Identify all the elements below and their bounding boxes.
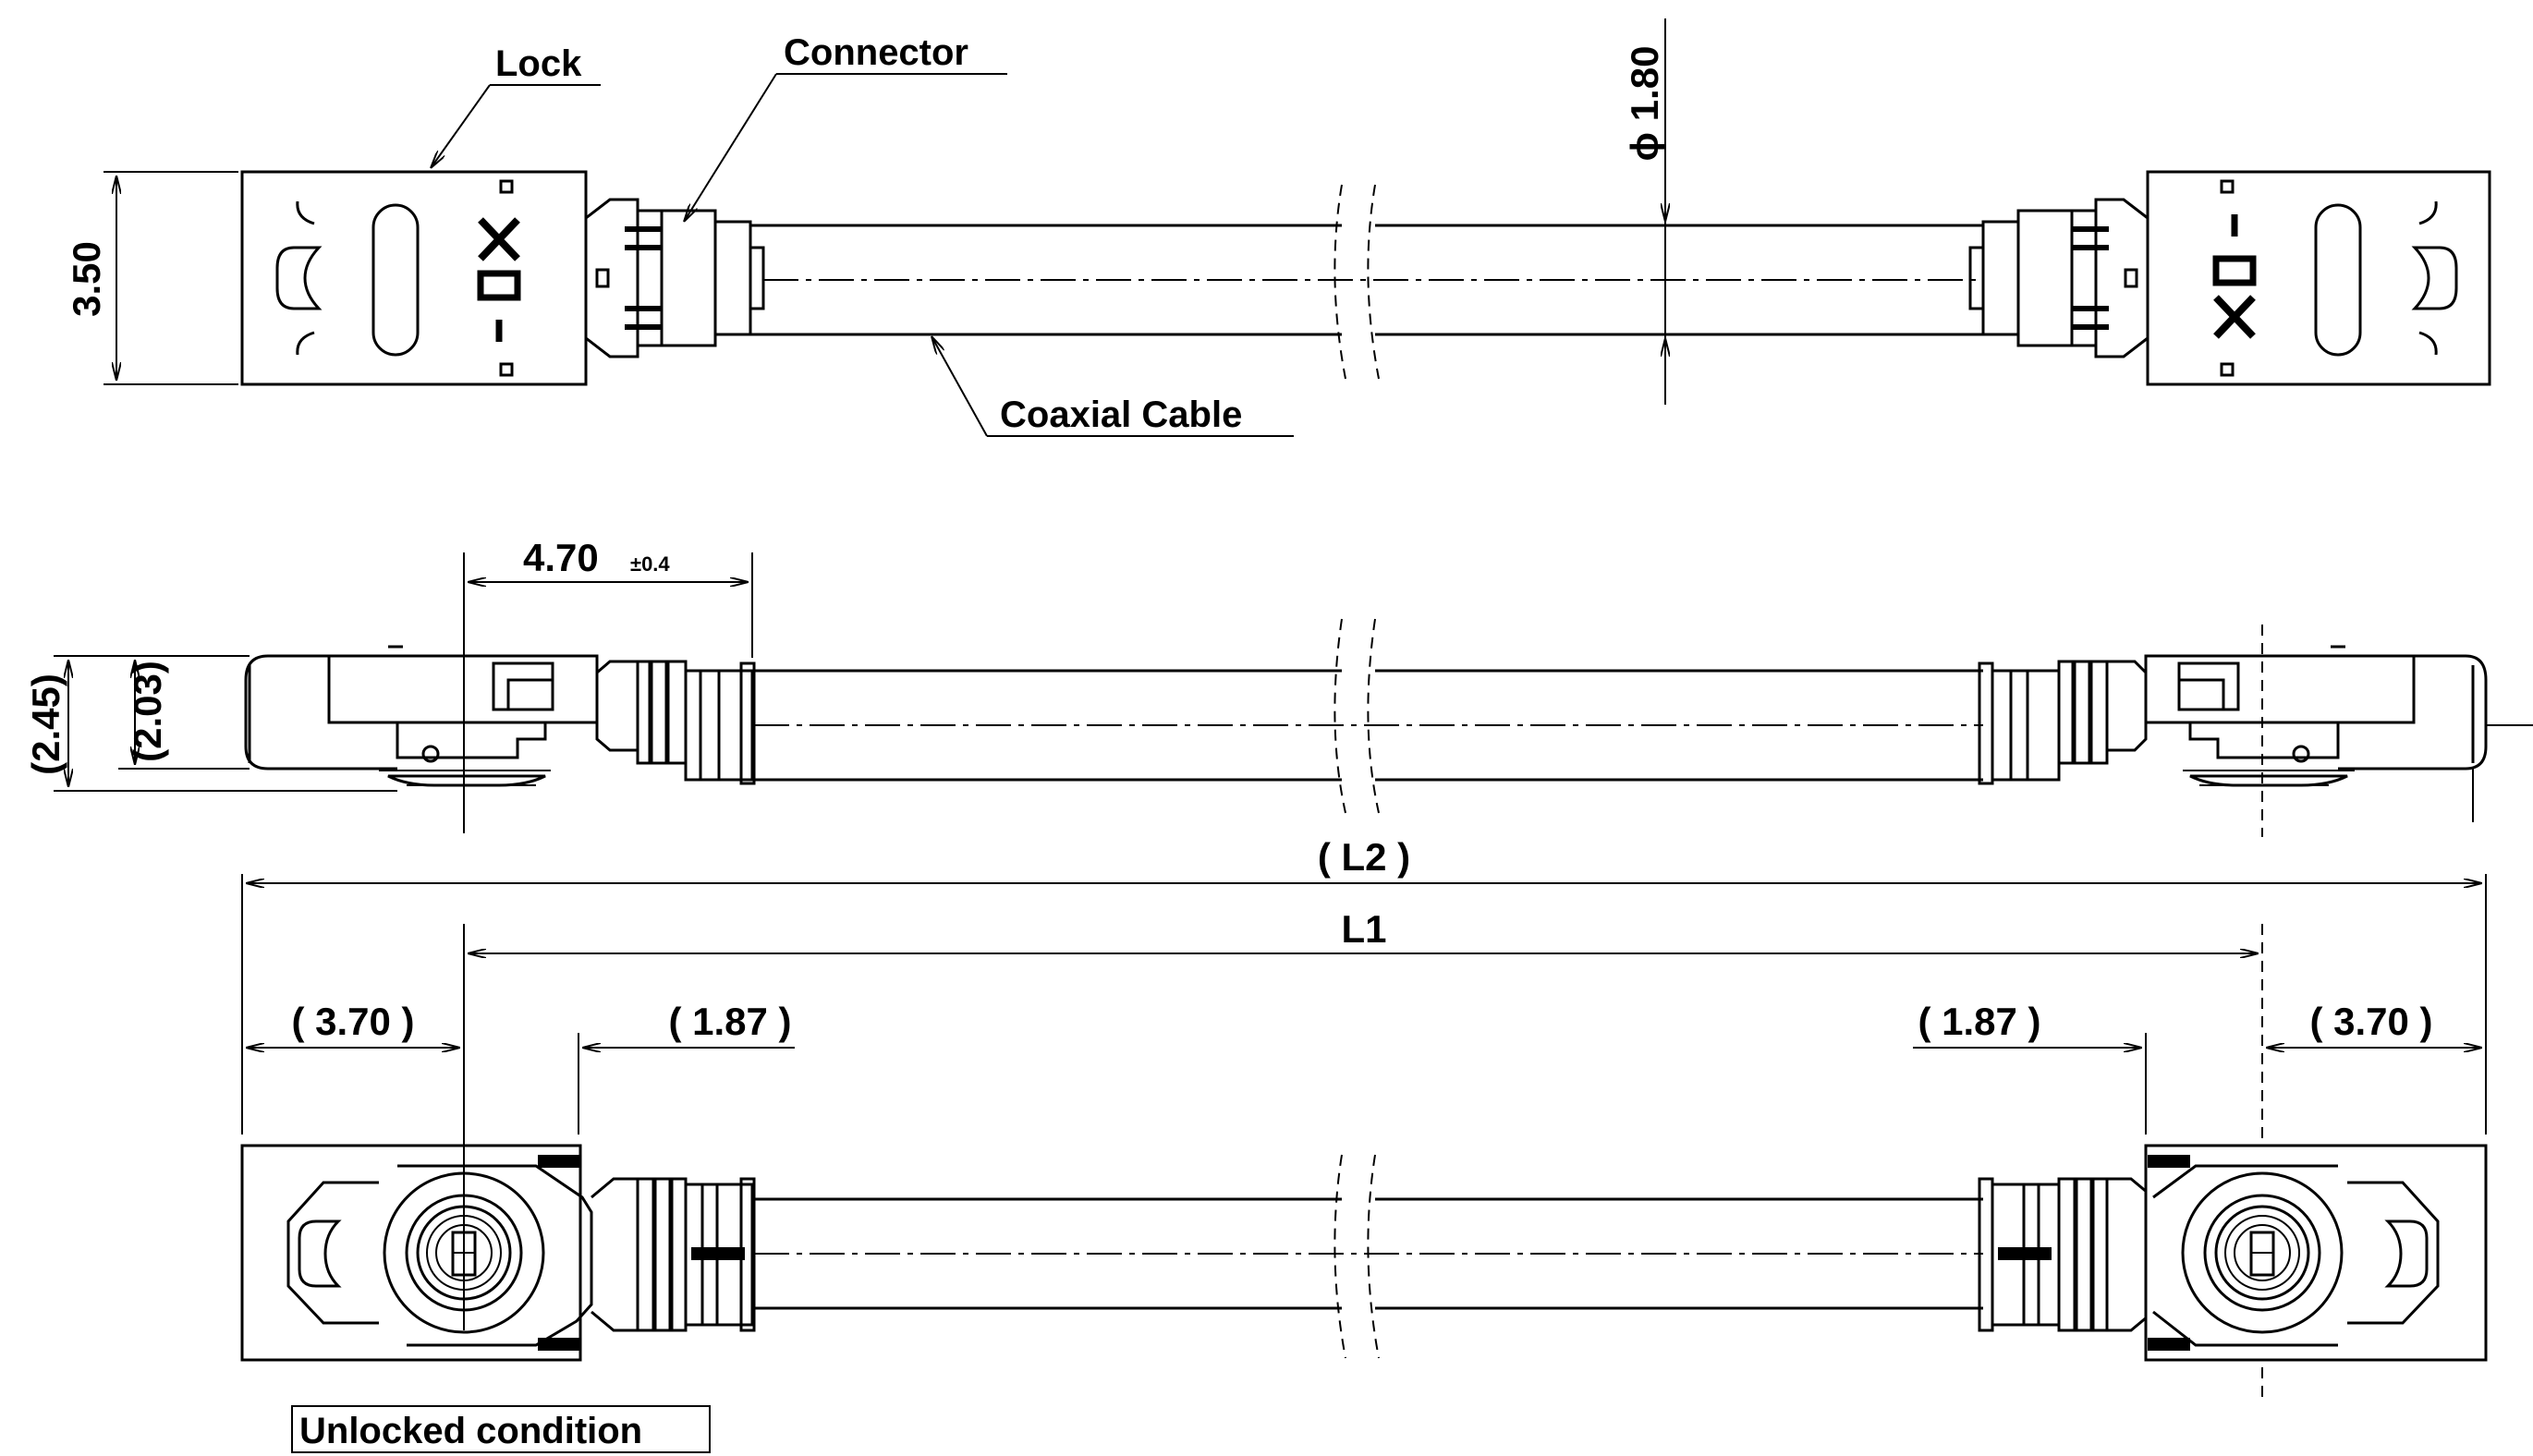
dimension-right-3-70: ( 3.70 ): [2309, 1000, 2432, 1043]
coaxial-cable-label: Coaxial Cable: [1000, 394, 1242, 435]
dimension-left-3-70: ( 3.70 ): [291, 1000, 414, 1043]
ipx-logo-left: [477, 217, 521, 342]
bottom-view: [240, 1134, 2488, 1453]
overall-dimensions: [241, 874, 2487, 1404]
side-view: [54, 552, 2533, 837]
left-plug-top: [240, 170, 765, 386]
dimension-left-1-87: ( 1.87 ): [668, 1000, 791, 1043]
right-plug-top: [1968, 170, 2491, 386]
top-view: [104, 18, 2491, 437]
right-plug-side: [1978, 645, 2488, 787]
dimension-2-03: (2.03): [126, 661, 169, 762]
left-plug-side: [244, 645, 756, 787]
dimension-right-1-87: ( 1.87 ): [1918, 1000, 2040, 1043]
dimension-2-45: (2.45): [24, 673, 67, 775]
left-plug-bottom: [240, 1144, 756, 1362]
dimension-diameter-1-80: ϕ 1.80: [1623, 46, 1666, 162]
dimension-L1: L1: [1341, 907, 1386, 951]
unlocked-condition-label: Unlocked condition: [299, 1411, 642, 1451]
right-plug-bottom: [1978, 1144, 2488, 1362]
dimension-3-50: 3.50: [65, 241, 108, 317]
tolerance-4-70: ±0.4: [630, 552, 670, 576]
dimension-4-70: 4.70: [523, 536, 599, 579]
ipx-logo-right: [2212, 214, 2257, 339]
lock-label: Lock: [495, 43, 582, 84]
connector-label: Connector: [784, 32, 968, 73]
dimension-L2: ( L2 ): [1318, 835, 1410, 879]
